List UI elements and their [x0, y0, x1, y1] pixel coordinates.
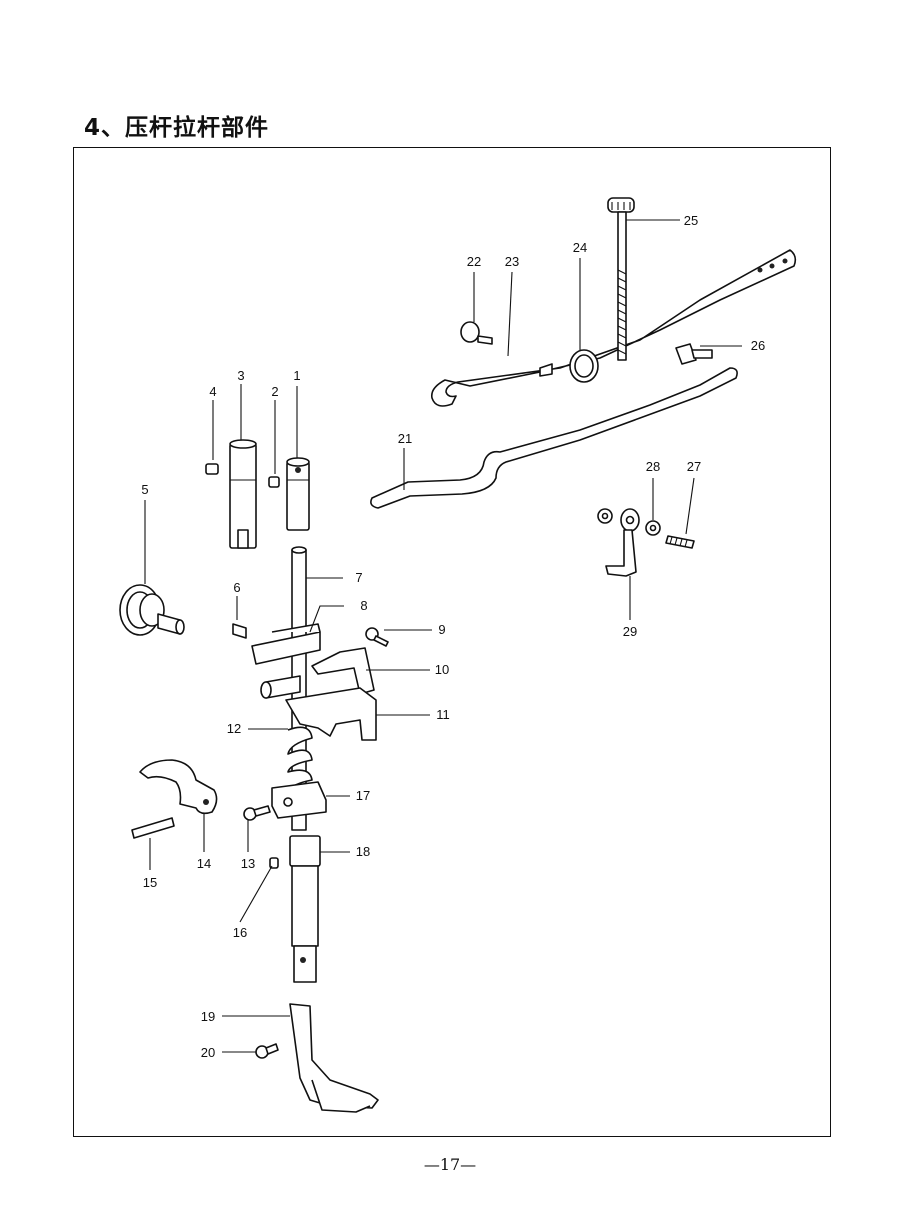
callout-1: 1 — [293, 368, 300, 383]
part-15-pin — [131, 817, 175, 839]
callout-8: 8 — [360, 598, 367, 613]
part-13-screw — [243, 805, 271, 821]
part-3-upper-bushing — [229, 439, 257, 549]
part-10-lifting-bracket — [260, 647, 375, 699]
part-2-set-screw — [268, 476, 280, 488]
callout-29: 29 — [623, 624, 637, 639]
callout-9: 9 — [438, 622, 445, 637]
callout-4: 4 — [209, 384, 216, 399]
callout-28: 28 — [646, 459, 660, 474]
part-21-knee-lifter-rod — [370, 367, 738, 509]
part-26-hinge-screw — [675, 343, 713, 365]
callout-13: 13 — [241, 856, 255, 871]
part-23-lifting-lever — [430, 249, 797, 407]
part-16-set-screw — [269, 857, 279, 869]
part-24-spring-ring — [569, 349, 599, 383]
part-11-presser-bar-lifting-bracket — [285, 687, 377, 741]
part-17-presser-bar-guide-block — [271, 781, 327, 819]
part-19-presser-foot — [289, 1003, 379, 1113]
part-8-presser-bar-guide — [251, 623, 321, 665]
callout-17: 17 — [356, 788, 370, 803]
callout-23: 23 — [505, 254, 519, 269]
diagram-frame — [73, 147, 831, 1137]
callout-24: 24 — [573, 240, 587, 255]
callout-7: 7 — [355, 570, 362, 585]
part-18-presser-bar-lower — [289, 835, 321, 983]
callout-22: 22 — [467, 254, 481, 269]
callout-21: 21 — [398, 431, 412, 446]
callout-12: 12 — [227, 721, 241, 736]
part-25-adjusting-screw — [607, 197, 635, 361]
callout-11: 11 — [436, 707, 450, 722]
part-20-screw — [255, 1043, 279, 1059]
part-29-link — [605, 508, 640, 577]
callout-18: 18 — [356, 844, 370, 859]
callout-2: 2 — [271, 384, 278, 399]
part-14-knee-lifter-crank — [139, 759, 218, 815]
callout-15: 15 — [143, 875, 157, 890]
callout-10: 10 — [435, 662, 449, 677]
leader-lines — [144, 219, 742, 1053]
callout-27: 27 — [687, 459, 701, 474]
callout-16: 16 — [233, 925, 247, 940]
callout-25: 25 — [684, 213, 698, 228]
callout-labels: 1 2 3 4 5 6 7 8 9 10 11 12 13 14 15 16 1… — [141, 213, 765, 1060]
part-9-screw — [365, 627, 389, 647]
part-12-presser-spring — [287, 726, 313, 791]
callout-3: 3 — [237, 368, 244, 383]
part-22-stud-screw — [460, 321, 493, 345]
section-title: 4、压杆拉杆部件 — [84, 115, 270, 141]
page-number: —17— — [423, 1155, 477, 1174]
callout-6: 6 — [233, 580, 240, 595]
part-4-set-screw — [205, 463, 219, 475]
part-28-washer — [597, 508, 661, 536]
callout-14: 14 — [197, 856, 211, 871]
part-1-bushing — [286, 457, 310, 531]
part-5-pressure-regulator — [119, 584, 185, 636]
part-27-screw — [665, 535, 695, 549]
callout-19: 19 — [201, 1009, 215, 1024]
callout-20: 20 — [201, 1045, 215, 1060]
part-6-screw — [232, 623, 247, 639]
callout-26: 26 — [751, 338, 765, 353]
callout-5: 5 — [141, 482, 148, 497]
